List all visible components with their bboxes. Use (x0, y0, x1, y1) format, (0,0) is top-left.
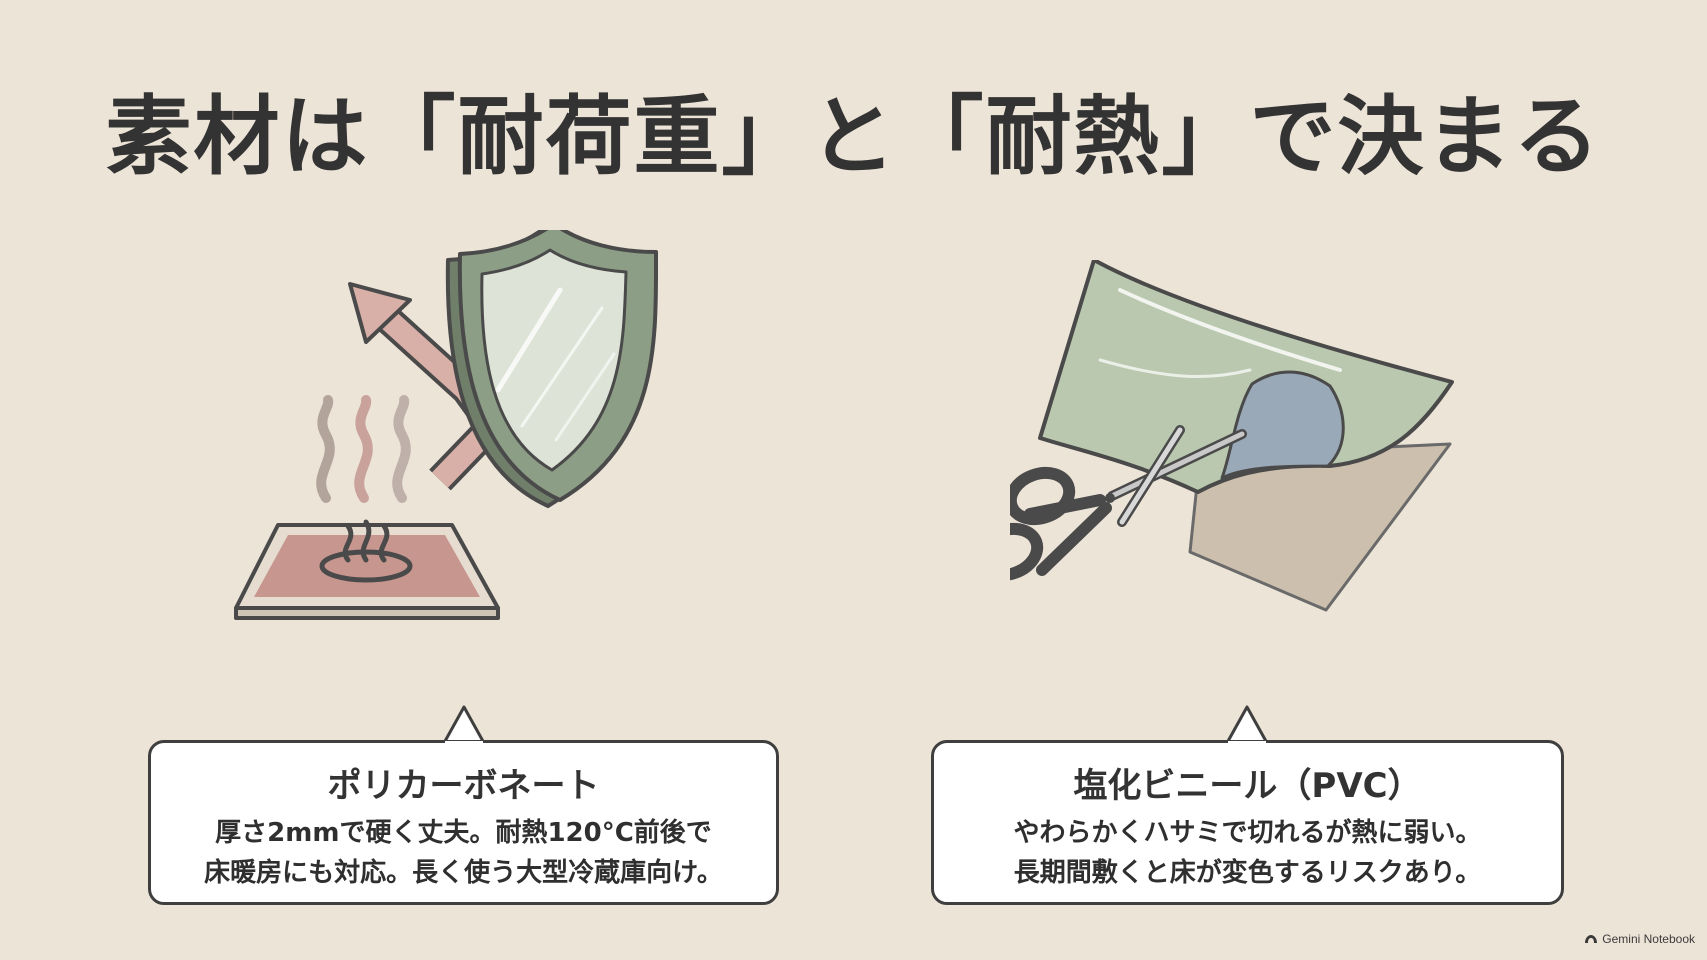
pvc-illustration (972, 258, 1480, 660)
bubble-tail-right (1227, 705, 1267, 745)
bubble-tail-left (444, 705, 484, 745)
polycarbonate-description: 厚さ2mmで硬く丈夫。耐熱120°C前後で 床暖房にも対応。長く使う大型冷蔵庫向… (151, 813, 776, 893)
brand-label: Gemini Notebook (1602, 932, 1695, 946)
heat-waves-icon (316, 395, 411, 503)
pvc-line-2: 長期間敷くと床が変色するリスクあり。 (1013, 858, 1482, 888)
clear-sheet-icon (1038, 258, 1454, 612)
pvc-heading: 塩化ビニール（PVC） (1073, 766, 1422, 806)
heated-floor-icon (234, 519, 500, 620)
polycarbonate-line-2: 床暖房にも対応。長く使う大型冷蔵庫向け。 (204, 858, 723, 888)
brand-watermark: Gemini Notebook (1584, 932, 1695, 946)
bubble-tail-cover-right (1228, 741, 1266, 747)
page-title: 素材は「耐荷重」と「耐熱」で決まる (105, 87, 1602, 187)
polycarbonate-line-1: 厚さ2mmで硬く丈夫。耐熱120°C前後で (215, 818, 712, 848)
polycarbonate-card: ポリカーボネート 厚さ2mmで硬く丈夫。耐熱120°C前後で 床暖房にも対応。長… (148, 740, 779, 905)
pvc-card: 塩化ビニール（PVC） やわらかくハサミで切れるが熱に弱い。 長期間敷くと床が変… (931, 740, 1564, 905)
shield-icon (445, 222, 659, 508)
bubble-tail-cover-left (445, 741, 483, 747)
polycarbonate-illustration (230, 222, 690, 690)
pvc-description: やわらかくハサミで切れるが熱に弱い。 長期間敷くと床が変色するリスクあり。 (934, 813, 1561, 893)
polycarbonate-heading: ポリカーボネート (327, 766, 600, 806)
pvc-line-1: やわらかくハサミで切れるが熱に弱い。 (1013, 818, 1482, 848)
brand-logo-icon (1585, 935, 1598, 943)
